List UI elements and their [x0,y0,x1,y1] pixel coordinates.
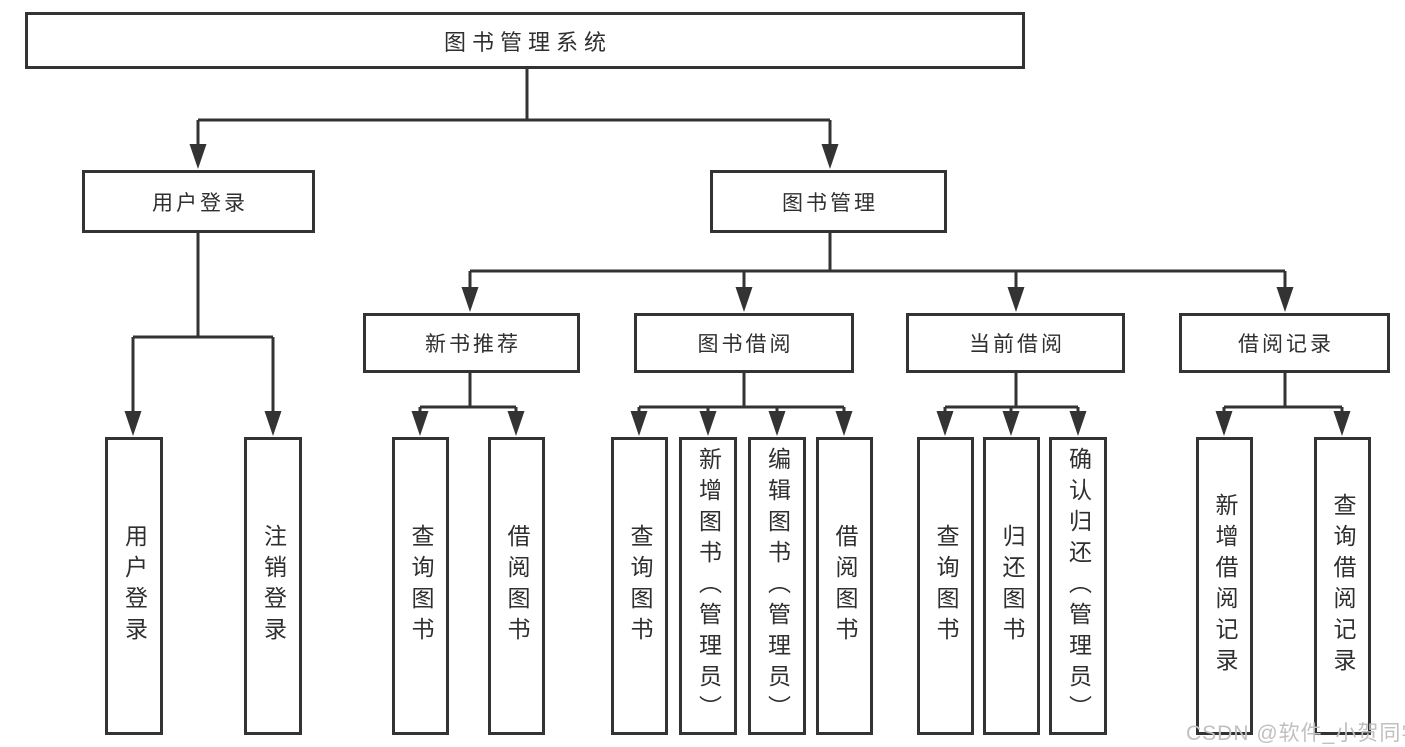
node-leaf-add-books-admin: 新增图书（管理员） [679,437,737,735]
node-leaf-add-borrow-record-label: 新增借阅记录 [1212,493,1238,679]
node-leaf-return-books: 归还图书 [983,437,1040,735]
node-leaf-borrow-books-borrowing: 借阅图书 [816,437,873,735]
node-leaf-query-books-current: 查询图书 [917,437,974,735]
node-user-login-branch: 用户登录 [82,170,315,233]
node-leaf-query-borrow-record-label: 查询借阅记录 [1330,493,1356,679]
node-borrowing-records: 借阅记录 [1179,313,1390,373]
node-leaf-logout: 注销登录 [244,437,302,735]
node-borrowing-records-label: 借阅记录 [1238,333,1334,356]
node-user-login-branch-label: 用户登录 [152,191,248,215]
node-leaf-query-books-borrowing-label: 查询图书 [627,524,653,648]
node-leaf-user-login: 用户登录 [105,437,163,735]
node-book-borrowing: 图书借阅 [634,313,854,373]
node-leaf-query-borrow-record: 查询借阅记录 [1314,437,1371,735]
node-book-management-label: 图书管理 [782,191,878,215]
node-leaf-borrow-books-recommend-label: 借阅图书 [504,524,530,648]
node-leaf-query-books-recommend-label: 查询图书 [408,524,434,648]
node-new-book-recommend-label: 新书推荐 [425,333,521,356]
node-leaf-borrow-books-recommend: 借阅图书 [488,437,545,735]
node-leaf-user-login-label: 用户登录 [121,524,148,648]
csdn-watermark: CSDN @软件_小贺同学 [1186,722,1405,745]
node-leaf-edit-books-admin: 编辑图书（管理员） [748,437,806,735]
node-leaf-borrow-books-borrowing-label: 借阅图书 [832,524,858,648]
node-leaf-add-borrow-record: 新增借阅记录 [1196,437,1253,735]
node-leaf-confirm-return-admin: 确认归还（管理员） [1049,437,1107,735]
node-root-label: 图书管理系统 [443,29,612,55]
node-leaf-edit-books-admin-label: 编辑图书（管理员） [764,446,791,726]
node-leaf-query-books-recommend: 查询图书 [392,437,449,735]
node-root: 图书管理系统 [25,12,1025,69]
node-book-borrowing-label: 图书借阅 [697,333,794,356]
node-leaf-query-books-current-label: 查询图书 [933,524,959,648]
node-new-book-recommend: 新书推荐 [363,313,580,373]
node-current-borrowing: 当前借阅 [906,313,1125,373]
node-leaf-return-books-label: 归还图书 [999,524,1025,648]
node-leaf-confirm-return-admin-label: 确认归还（管理员） [1065,446,1092,726]
node-book-management: 图书管理 [710,170,947,233]
node-leaf-query-books-borrowing: 查询图书 [611,437,668,735]
node-leaf-add-books-admin-label: 新增图书（管理员） [695,446,722,726]
node-current-borrowing-label: 当前借阅 [969,333,1065,356]
node-leaf-logout-label: 注销登录 [260,524,287,648]
